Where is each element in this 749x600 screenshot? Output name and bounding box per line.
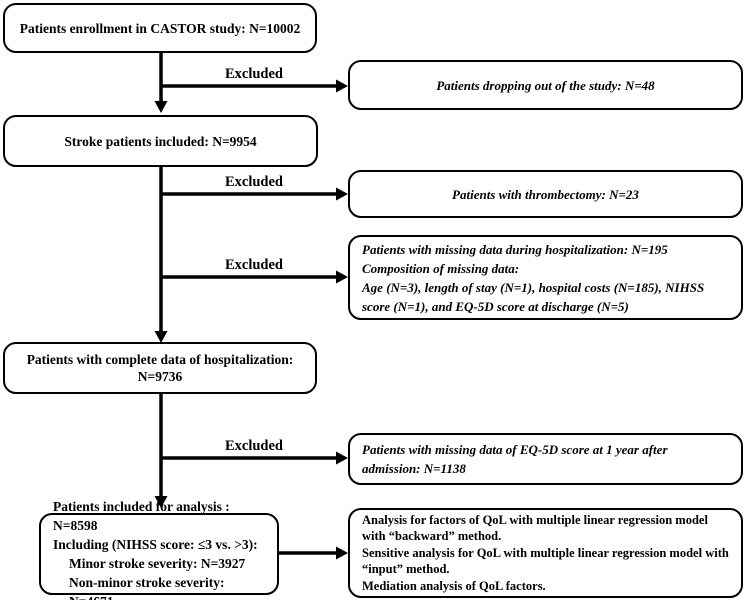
node-complete-data: Patients with complete data of hospitali…	[3, 342, 317, 394]
node-dropout: Patients dropping out of the study: N=48	[348, 60, 743, 110]
arrow-complete-to-analysis	[154, 394, 168, 508]
node-enrollment-text: Patients enrollment in CASTOR study: N=1…	[19, 20, 301, 36]
analysis-methods-item-1: Analysis for factors of QoL with multipl…	[362, 512, 708, 544]
analysis-included-line-2: Including (NIHSS score: ≤3 vs. >3):	[53, 537, 258, 552]
analysis-included-line-4: Non-minor stroke severity: N=4671	[69, 575, 225, 600]
missing-hospitalization-line-3: Age (N=3), length of stay (N=1), hospita…	[362, 279, 705, 314]
node-stroke-included: Stroke patients included: N=9954	[3, 115, 318, 167]
node-thrombectomy-text: Patients with thrombectomy: N=23	[452, 186, 639, 202]
excluded-label-4: Excluded	[224, 438, 283, 454]
analysis-methods-item-3: Mediation analysis of QoL factors.	[362, 578, 546, 593]
analysis-methods-item-2: Sensitive analysis for QoL with multiple…	[362, 545, 729, 577]
analysis-included-line-3: Minor stroke severity: N=3927	[69, 556, 246, 571]
node-analysis-included: Patients included for analysis : N=8598 …	[39, 499, 279, 600]
arrow-excluded-missing-eq5d	[161, 451, 348, 465]
excluded-label-2: Excluded	[224, 174, 283, 190]
arrow-enrollment-to-stroke	[154, 52, 168, 113]
missing-hospitalization-line-2: Composition of missing data:	[362, 260, 520, 276]
node-missing-hospitalization: Patients with missing data during hospit…	[348, 235, 743, 320]
arrow-analysis-to-methods	[278, 546, 348, 560]
node-analysis-methods: Analysis for factors of QoL with multipl…	[348, 508, 743, 598]
arrow-excluded-dropout	[161, 79, 348, 93]
excluded-label-1: Excluded	[224, 66, 283, 82]
arrow-excluded-thrombectomy	[161, 187, 348, 201]
node-complete-data-text: Patients with complete data of hospitali…	[26, 352, 294, 384]
excluded-label-3: Excluded	[224, 257, 283, 273]
analysis-included-line-1: Patients included for analysis : N=8598	[53, 499, 230, 533]
arrow-excluded-missing-hospitalization	[161, 270, 348, 284]
node-missing-eq5d: Patients with missing data of EQ-5D scor…	[348, 433, 743, 485]
node-dropout-text: Patients dropping out of the study: N=48	[436, 77, 655, 93]
node-missing-eq5d-text: Patients with missing data of EQ-5D scor…	[362, 442, 668, 476]
node-thrombectomy: Patients with thrombectomy: N=23	[348, 170, 743, 218]
missing-hospitalization-line-1: Patients with missing data during hospit…	[362, 241, 668, 257]
node-stroke-included-text: Stroke patients included: N=9954	[64, 133, 257, 149]
node-enrollment: Patients enrollment in CASTOR study: N=1…	[3, 3, 317, 53]
